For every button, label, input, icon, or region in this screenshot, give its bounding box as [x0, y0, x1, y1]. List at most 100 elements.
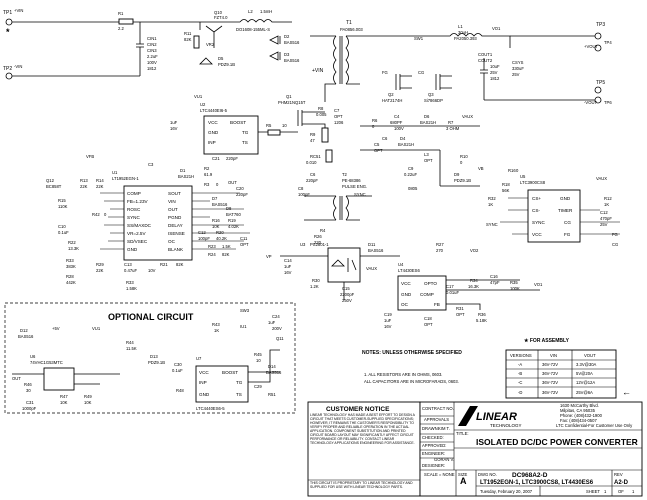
terminal-tp5[interactable]	[594, 86, 602, 94]
u2-ref: U2	[200, 102, 206, 107]
l3-value: OPT	[424, 158, 433, 163]
d3-value: BAS516	[284, 58, 300, 63]
cin-package: 1812	[147, 66, 157, 71]
u1-r16-value: 10K	[212, 224, 220, 229]
linear-technology-logo: LINEAR TECHNOLOGY	[458, 406, 522, 428]
r31-value: OPT	[456, 312, 465, 317]
assembly-row-b-version: -B	[518, 371, 522, 376]
optional-circuit: OPTIONAL CIRCUIT D12 BAS516 +5V VU1 SW3 …	[4, 302, 296, 414]
tb-engineer-label: ENGINEER:	[422, 451, 445, 456]
u6-chip	[43, 367, 75, 391]
logo-subtitle: TECHNOLOGY	[490, 423, 522, 428]
d14-value: BAS516	[266, 370, 282, 375]
customer-notice: CUSTOMER NOTICE LINEAR TECHNOLOGY HAS MA…	[307, 401, 421, 497]
r42-ref: R42	[92, 212, 100, 217]
t1-vin-net: +VIN	[312, 68, 324, 74]
r33-value: 383K	[66, 264, 76, 269]
u7-pin-ts: TS	[236, 392, 242, 397]
l1-part: PA2050.393	[454, 36, 477, 41]
r18-ref: R18	[502, 182, 510, 187]
c5-ref: C5	[374, 142, 380, 147]
u1-left-pins: COMP FB=1.23V ROSC SYNC SS/MAXDC VR=2.5V…	[127, 191, 152, 252]
u2-pin-vcc: VCC	[208, 120, 218, 125]
t2-part: PE-68386	[342, 178, 361, 183]
c5-value: OPT	[374, 148, 383, 153]
assembly-row-a-vout: 3.3V@30A	[576, 362, 597, 367]
title-block: CONTRACT NO. APPROVALS DRAWN: KIM T. CHE…	[419, 401, 643, 497]
t-r4-ref: R4	[320, 228, 326, 233]
terminal-tp3[interactable]	[594, 32, 602, 40]
r46-ref: R46	[24, 382, 32, 387]
l2-part: DO1608-155ML-S	[236, 27, 270, 32]
u7-pin-tg: TG	[236, 380, 243, 385]
address-line-4: Fax: (408)434-0507	[560, 418, 597, 423]
l2-ref: L2	[248, 9, 253, 14]
assembly-row-a-version: -A	[518, 362, 522, 367]
cout2-ref: COUT2	[478, 58, 493, 63]
terminal-tp4[interactable]	[594, 44, 602, 52]
r1-value: 2.2	[118, 26, 124, 31]
u1-pin-vr: VR=2.5V	[127, 231, 146, 236]
d6-value: BAS21H	[420, 120, 436, 125]
u5-pin-cg: CG	[564, 220, 571, 225]
r7-value: 3 OHM	[446, 126, 460, 131]
u5-part: LTC3900CS8	[520, 180, 546, 185]
r10-ref: R10	[460, 154, 468, 159]
csys-voltage: 25V	[512, 72, 520, 77]
terminal-tp2[interactable]	[5, 72, 13, 80]
resistor-r11	[193, 35, 200, 49]
tb-size-value: A	[460, 476, 467, 486]
c13-voltage: 10V	[148, 268, 156, 273]
u5-pin-sync: SYNC	[532, 220, 545, 225]
assembly-row-a-vin: 36V-72V	[542, 362, 558, 367]
q3-part: Si7866DP	[424, 98, 443, 103]
c21-ref: C21	[212, 156, 220, 161]
tb-sheet-label: SHEET	[586, 489, 600, 494]
r29-ref: R29	[96, 262, 104, 267]
u1-pin-blank: BLANK	[168, 247, 184, 252]
d13-ref: D13	[150, 354, 158, 359]
tp5-label: TP5	[596, 80, 605, 86]
d7-ref: D7	[212, 196, 218, 201]
r27-value: 270	[436, 248, 444, 253]
assembly-row-c-version: -C	[518, 380, 522, 385]
r3-ref: R3	[204, 182, 210, 187]
u1-pwm-controller: U1 LT1952EGN-1 COMP FB=1.23V ROSC SYNC S…	[46, 120, 250, 291]
u3-part: PS2801-1	[310, 242, 329, 247]
opt-5v-net: +5V	[52, 326, 60, 331]
resistor-rc51	[325, 149, 333, 163]
r45-ref: R45	[254, 352, 262, 357]
d6-ref: D6	[424, 114, 430, 119]
c4-value: 680PF	[390, 120, 403, 125]
u6-ref: U6	[30, 354, 36, 359]
c17-ref: C17	[446, 284, 454, 289]
r13-value: 22K	[80, 184, 88, 189]
vo2-net: VO2	[470, 248, 479, 253]
r23-value: 1.5K	[222, 244, 231, 249]
notes-title: NOTES: UNLESS OTHERWISE SPECIFIED	[362, 350, 462, 356]
r14-value: 22K	[96, 184, 104, 189]
d3-ref: D3	[284, 52, 290, 57]
tp2-net: -VIN	[14, 64, 22, 69]
u5-sync-rectifier: U5 LTC3900CS8 CS+ CS- SYNC VCC TIMER CG …	[486, 168, 620, 247]
u5-pin-timer: TIMER	[558, 208, 573, 213]
terminal-tp1[interactable]	[5, 18, 13, 26]
title-block-border	[419, 401, 643, 497]
u1-pin-pgnd: PGND	[168, 215, 182, 220]
tb-drawn-label: DRAWN:	[422, 426, 439, 431]
c14-voltage: 16V	[284, 270, 292, 275]
tb-size-label: SIZE	[458, 472, 468, 477]
pkg-0805: 0805	[408, 186, 418, 191]
notes-line-2: ALL CAPACITORS ARE IN MICROFARADS, 0603.	[364, 379, 459, 384]
u5-cg-net: CG	[612, 242, 618, 247]
r45-value: 10	[256, 358, 261, 363]
tp2-label: TP2	[3, 66, 12, 72]
l3-ref: L3	[424, 152, 429, 157]
r34-value: 16.3K	[468, 284, 479, 289]
q12-part: BC858T	[46, 184, 62, 189]
q12-ref: Q12	[46, 178, 55, 183]
r1-ref: R1	[118, 11, 124, 16]
tp1-net: +VIN	[14, 8, 23, 13]
optional-circuit-title: OPTIONAL CIRCUIT	[108, 312, 194, 322]
